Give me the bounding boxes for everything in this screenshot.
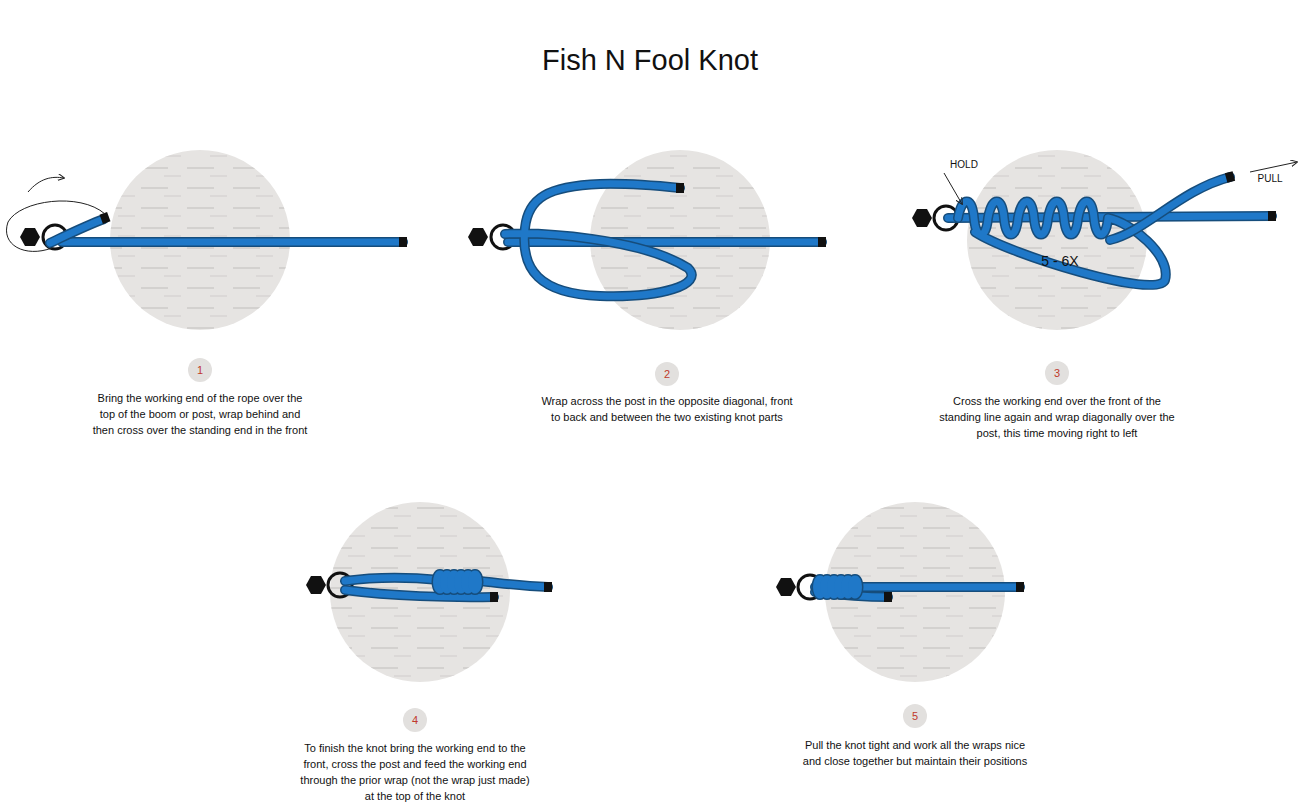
step-number: 2 bbox=[664, 368, 670, 380]
step-caption: Pull the knot tight and work all the wra… bbox=[795, 737, 1035, 769]
step-number-circle: 1 bbox=[188, 358, 212, 382]
step-caption: Cross the working end over the front of … bbox=[935, 393, 1180, 441]
rope bbox=[50, 177, 1272, 597]
post-hardware bbox=[20, 206, 958, 599]
rope-wrap bbox=[472, 574, 479, 590]
pull-label: PULL bbox=[1257, 173, 1282, 184]
step-number-circle: 3 bbox=[1045, 361, 1069, 385]
rope-wrap bbox=[472, 574, 479, 590]
step-number-circle: 4 bbox=[403, 708, 427, 732]
step-number: 5 bbox=[912, 710, 918, 722]
step-caption: Wrap across the post in the opposite dia… bbox=[537, 393, 797, 425]
rope-ends bbox=[100, 171, 1276, 602]
step-number-circle: 5 bbox=[903, 704, 927, 728]
motion-arrows bbox=[6, 162, 1297, 251]
step-number: 4 bbox=[412, 714, 418, 726]
title: Fish N Fool Knot bbox=[542, 44, 758, 77]
step-number-circle: 2 bbox=[655, 362, 679, 386]
rope-wrap bbox=[852, 579, 859, 595]
step-number: 1 bbox=[197, 364, 203, 376]
rope-wrap bbox=[852, 579, 859, 595]
wrap-count: 5 - 6X bbox=[1041, 253, 1078, 269]
step-caption: To finish the knot bring the working end… bbox=[295, 740, 535, 804]
step-caption: Bring the working end of the rope over t… bbox=[93, 390, 308, 438]
hold-label: HOLD bbox=[950, 159, 978, 170]
step-number: 3 bbox=[1054, 367, 1060, 379]
